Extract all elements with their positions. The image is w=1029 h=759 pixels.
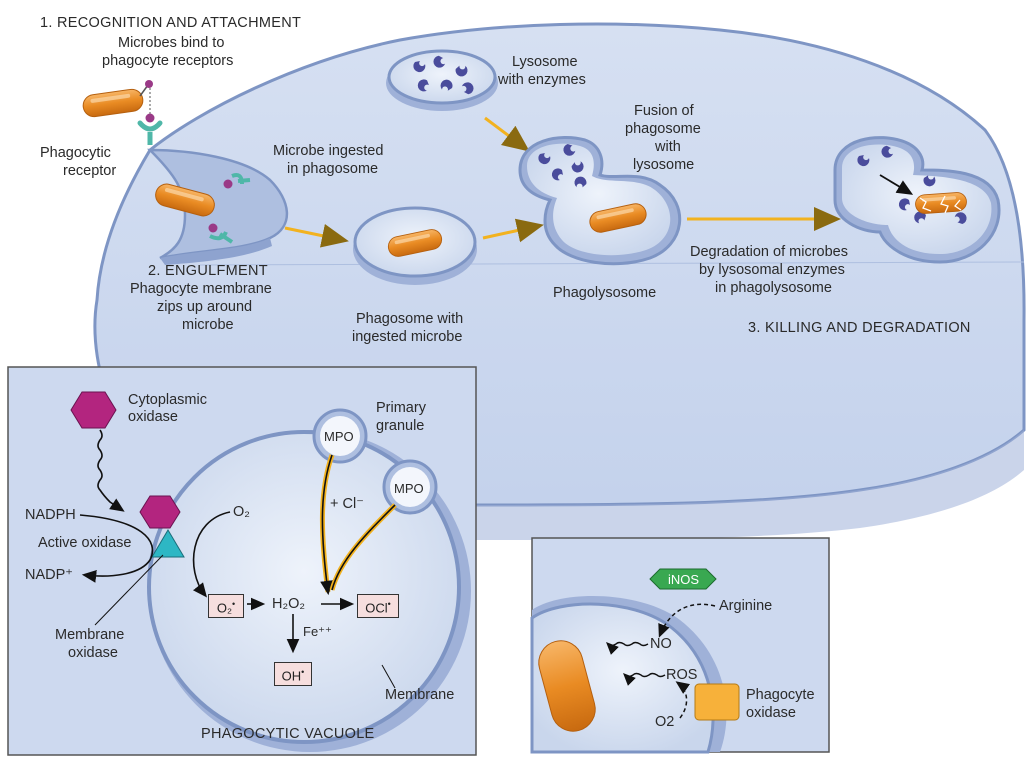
phagosome-line1: Phagosome with bbox=[356, 311, 464, 327]
iron-label: Fe⁺⁺ bbox=[303, 624, 332, 639]
phagolysosome-label: Phagolysosome bbox=[553, 285, 657, 301]
degradation-line1: Degradation of microbes bbox=[690, 244, 848, 260]
step1-desc-line2: phagocyte receptors bbox=[102, 53, 234, 69]
cytoplasmic-oxidase-icon bbox=[70, 391, 125, 512]
membrane-oxidase-triangle-icon bbox=[151, 529, 185, 558]
mpo-arrows bbox=[319, 454, 397, 596]
phagosome bbox=[353, 206, 477, 285]
step2-line3: microbe bbox=[182, 317, 234, 333]
phagocyte-oxidase-line2: oxidase bbox=[746, 705, 796, 721]
nadph-label: NADPH bbox=[25, 507, 76, 523]
membrane-oxidase-line2: oxidase bbox=[68, 645, 118, 661]
lysosome-line1: Lysosome bbox=[512, 54, 578, 70]
receptor-label-line2: receptor bbox=[63, 163, 117, 179]
left-inset-panel bbox=[7, 366, 477, 756]
phagolysosome bbox=[518, 136, 682, 266]
degradation-line3: in phagolysosome bbox=[715, 280, 832, 296]
mpo-label-1: MPO bbox=[324, 429, 354, 444]
fusion-line2: phagosome bbox=[625, 121, 701, 137]
ingested-line1: Microbe ingested bbox=[273, 143, 384, 159]
active-oxidase-label: Active oxidase bbox=[38, 535, 132, 551]
hydroxyl-box: OH• bbox=[274, 662, 312, 687]
lysosome-line2: with enzymes bbox=[498, 72, 586, 88]
phagocyte-oxidase-line1: Phagocyte bbox=[746, 687, 815, 703]
hydroxyl-text: OH bbox=[281, 668, 302, 684]
step2-line2: zips up around bbox=[157, 299, 253, 315]
arginine-label: Arginine bbox=[719, 598, 773, 614]
cyto-oxidase-line2: oxidase bbox=[128, 409, 178, 425]
phagocytic-vacuole-title: PHAGOCYTIC VACUOLE bbox=[201, 726, 375, 742]
phagosome-line2: ingested microbe bbox=[352, 329, 463, 345]
superoxide-text: O₂ bbox=[216, 600, 232, 616]
step1-desc-line1: Microbes bind to bbox=[118, 35, 225, 51]
primary-granule-line1: Primary bbox=[376, 400, 426, 416]
membrane-label: Membrane bbox=[385, 687, 455, 703]
step2-title: 2. ENGULFMENT bbox=[148, 263, 268, 279]
lysosome bbox=[386, 49, 498, 111]
fusion-line4: lysosome bbox=[633, 157, 695, 173]
primary-granule-line2: granule bbox=[376, 418, 425, 434]
phagocytic-receptor-icon bbox=[137, 120, 163, 145]
h2o2-label: H₂O₂ bbox=[272, 596, 306, 612]
ingested-line2: in phagosome bbox=[287, 161, 379, 177]
nadp-label: NADP⁺ bbox=[25, 567, 73, 583]
no-label: NO bbox=[650, 636, 672, 652]
hypochlorite-text: OCl bbox=[365, 600, 388, 616]
fusion-line1: Fusion of bbox=[634, 103, 694, 119]
right-panel-arrows bbox=[606, 603, 716, 719]
mpo-label-2: MPO bbox=[394, 481, 424, 496]
engulfed-microbe bbox=[152, 173, 251, 244]
ros-label: ROS bbox=[666, 667, 698, 683]
oxidase-reaction-arrows bbox=[79, 511, 396, 689]
o2-right-label: O2 bbox=[655, 714, 675, 730]
step2-line1: Phagocyte membrane bbox=[130, 281, 272, 297]
membrane-oxidase-line1: Membrane bbox=[55, 627, 125, 643]
free-microbe bbox=[81, 80, 155, 123]
step1-title: 1. RECOGNITION AND ATTACHMENT bbox=[40, 15, 302, 31]
chloride-label: + Cl⁻ bbox=[330, 496, 364, 512]
cyto-oxidase-line1: Cytoplasmic bbox=[128, 392, 207, 408]
fusion-line3: with bbox=[655, 139, 681, 155]
inos-label: iNOS bbox=[668, 572, 700, 587]
active-oxidase-hexagon-icon bbox=[139, 495, 181, 529]
hypochlorite-box: OCl• bbox=[357, 594, 399, 619]
inos-hexagon-icon bbox=[649, 568, 717, 590]
step3-title: 3. KILLING AND DEGRADATION bbox=[748, 320, 971, 336]
receptor-label-line1: Phagocytic bbox=[40, 145, 111, 161]
o2-left-label: O₂ bbox=[233, 504, 250, 520]
phagocyte-oxidase-square-icon bbox=[694, 683, 740, 721]
superoxide-box: O₂• bbox=[208, 594, 244, 619]
degradation-vacuole bbox=[833, 136, 1001, 264]
process-arrows bbox=[284, 116, 841, 248]
engulfment-pocket bbox=[146, 148, 289, 265]
degradation-line2: by lysosomal enzymes bbox=[699, 262, 845, 278]
